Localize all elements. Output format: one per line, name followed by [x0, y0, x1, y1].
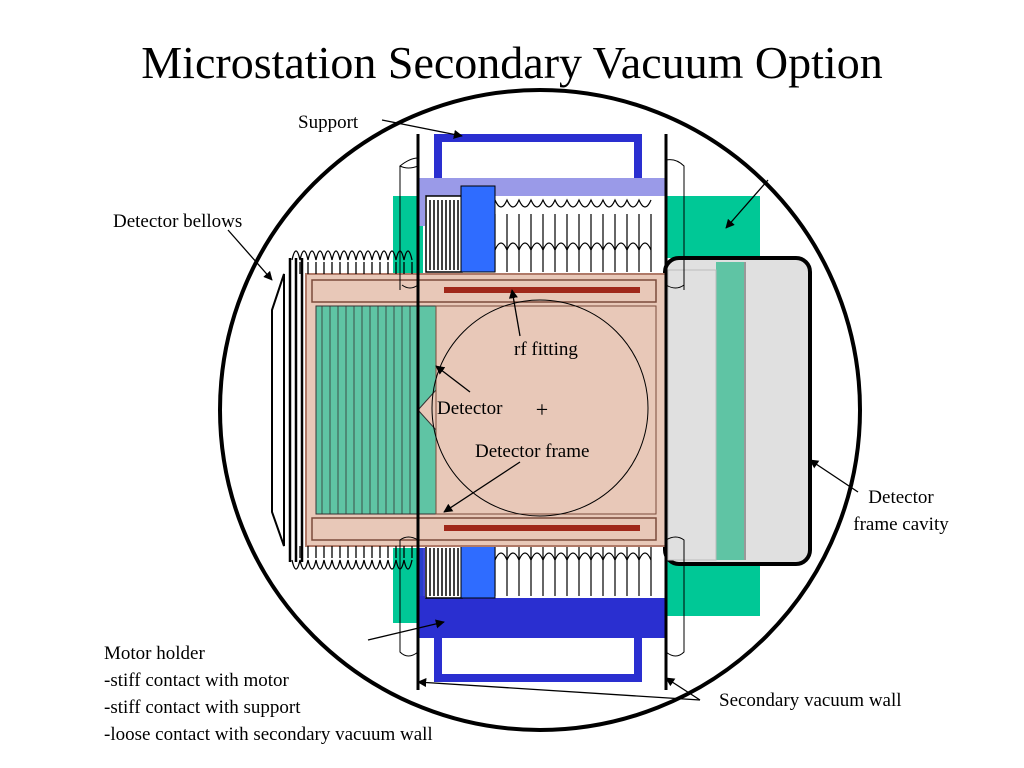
- detector-frame-inner: [435, 305, 657, 515]
- rf-rail-top: [444, 287, 640, 293]
- motor-holder-band: [418, 596, 666, 638]
- vacuum-wall-ends: [399, 157, 685, 657]
- label-rf-fitting: rf fitting: [514, 339, 578, 360]
- motor-holder-line-2: -stiff contact with motor: [104, 670, 289, 691]
- motor-holder-line-4: -loose contact with secondary vacuum wal…: [104, 724, 433, 745]
- motor-bottom: [460, 545, 496, 599]
- cavity-label-line-1: Detector: [868, 487, 934, 508]
- motor-holder-line-3: -stiff contact with support: [104, 697, 301, 718]
- label-motor-holder: Motor holder -stiff contact with motor -…: [104, 640, 433, 748]
- detector-bellows: [271, 250, 413, 570]
- rf-circle: [431, 299, 649, 517]
- motor-holder-line-1: Motor holder: [104, 643, 205, 664]
- cavity-inner: [667, 269, 717, 561]
- label-detector-frame-cavity: Detector frame cavity: [836, 487, 966, 537]
- cavity-label-line-2: frame cavity: [853, 513, 949, 535]
- plus-marker: +: [536, 397, 548, 422]
- vacuum-wall-arrow-right: [665, 677, 701, 701]
- bottom-dense-bellows: [425, 545, 463, 599]
- cavity-strip-1: [716, 262, 744, 560]
- cavity-arrow: [809, 459, 859, 493]
- motor-holder-arrow: [367, 619, 445, 641]
- top-dense-bellows: [425, 195, 463, 273]
- label-detector: Detector: [437, 398, 503, 419]
- annotation-arrows: [227, 119, 859, 701]
- detector-bellows-arrow: [227, 229, 273, 281]
- detector-frame-arrow: [443, 461, 521, 513]
- rf-fitting-arrow: [508, 289, 521, 337]
- label-detector-frame: Detector frame: [475, 441, 590, 462]
- detector-arrow: [435, 365, 471, 393]
- slide-title: Microstation Secondary Vacuum Option: [141, 37, 883, 88]
- vacuum-wall-arrow-left: [417, 677, 701, 701]
- label-support: Support: [298, 112, 359, 133]
- support-arrow: [381, 119, 463, 139]
- label-detector-bellows: Detector bellows: [113, 211, 243, 232]
- cavity-strip-2: [744, 262, 746, 560]
- detector-stack: [315, 305, 437, 515]
- green-block-bottom-right: [665, 560, 760, 616]
- rf-rail-bottom: [444, 525, 640, 531]
- green-arrow: [725, 179, 769, 229]
- label-secondary-vacuum-wall: Secondary vacuum wall: [719, 690, 902, 711]
- motor-top: [460, 185, 496, 273]
